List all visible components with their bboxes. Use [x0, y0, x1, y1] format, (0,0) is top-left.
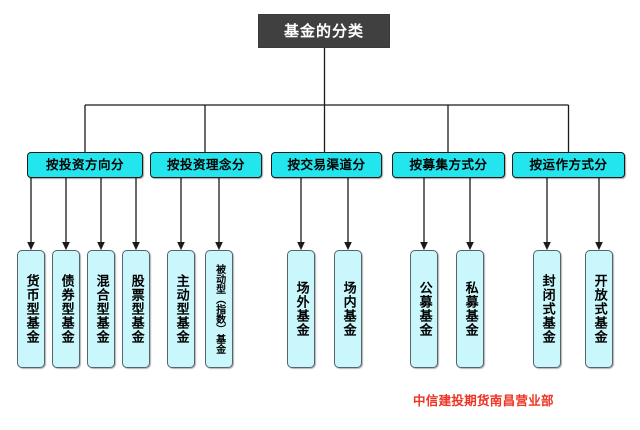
category-box-4: 按募集方式分 — [392, 152, 505, 178]
category-box-1: 按投资方向分 — [27, 152, 143, 178]
leaf-label-6: 被动型（指数）基金 — [213, 264, 225, 354]
leaf-box-8: 场内基金 — [334, 250, 362, 368]
leaf-box-5: 主动型基金 — [167, 250, 195, 368]
leaf-box-1: 货币型基金 — [17, 250, 45, 368]
leaf-label-1: 货币型基金 — [23, 274, 39, 344]
leaf-box-11: 封闭式基金 — [533, 250, 561, 368]
leaf-box-7: 场外基金 — [287, 250, 315, 368]
leaf-label-11: 封闭式基金 — [539, 274, 555, 344]
leaf-box-4: 股票型基金 — [122, 250, 150, 368]
leaf-label-7: 场外基金 — [293, 281, 309, 337]
category-box-5: 按运作方式分 — [512, 152, 625, 178]
leaf-label-4: 股票型基金 — [128, 274, 144, 344]
leaf-label-5: 主动型基金 — [173, 274, 189, 344]
diagram-root-label: 基金的分类 — [283, 21, 364, 40]
leaf-label-3: 混合型基金 — [93, 274, 109, 344]
category-label-1: 按投资方向分 — [45, 156, 124, 172]
category-label-5: 按运作方式分 — [529, 156, 608, 172]
footer-credit: 中信建投期货南昌营业部 — [413, 393, 554, 408]
leaf-box-12: 开放式基金 — [585, 250, 613, 368]
leaf-box-9: 公募基金 — [410, 250, 438, 368]
category-label-3: 按交易渠道分 — [287, 156, 366, 172]
leaf-box-2: 债券型基金 — [52, 250, 80, 368]
category-label-2: 按投资理念分 — [166, 156, 245, 172]
diagram-root-box: 基金的分类 — [258, 14, 390, 48]
leaf-box-10: 私募基金 — [456, 250, 484, 368]
leaf-label-12: 开放式基金 — [591, 274, 607, 344]
category-box-2: 按投资理念分 — [150, 152, 262, 178]
category-box-3: 按交易渠道分 — [271, 152, 382, 178]
category-label-4: 按募集方式分 — [409, 156, 488, 172]
leaf-label-10: 私募基金 — [462, 281, 478, 337]
leaf-label-8: 场内基金 — [340, 281, 356, 337]
leaf-box-6: 被动型（指数）基金 — [205, 250, 233, 368]
leaf-box-3: 混合型基金 — [87, 250, 115, 368]
leaf-label-2: 债券型基金 — [58, 274, 74, 344]
leaf-label-9: 公募基金 — [416, 281, 432, 337]
